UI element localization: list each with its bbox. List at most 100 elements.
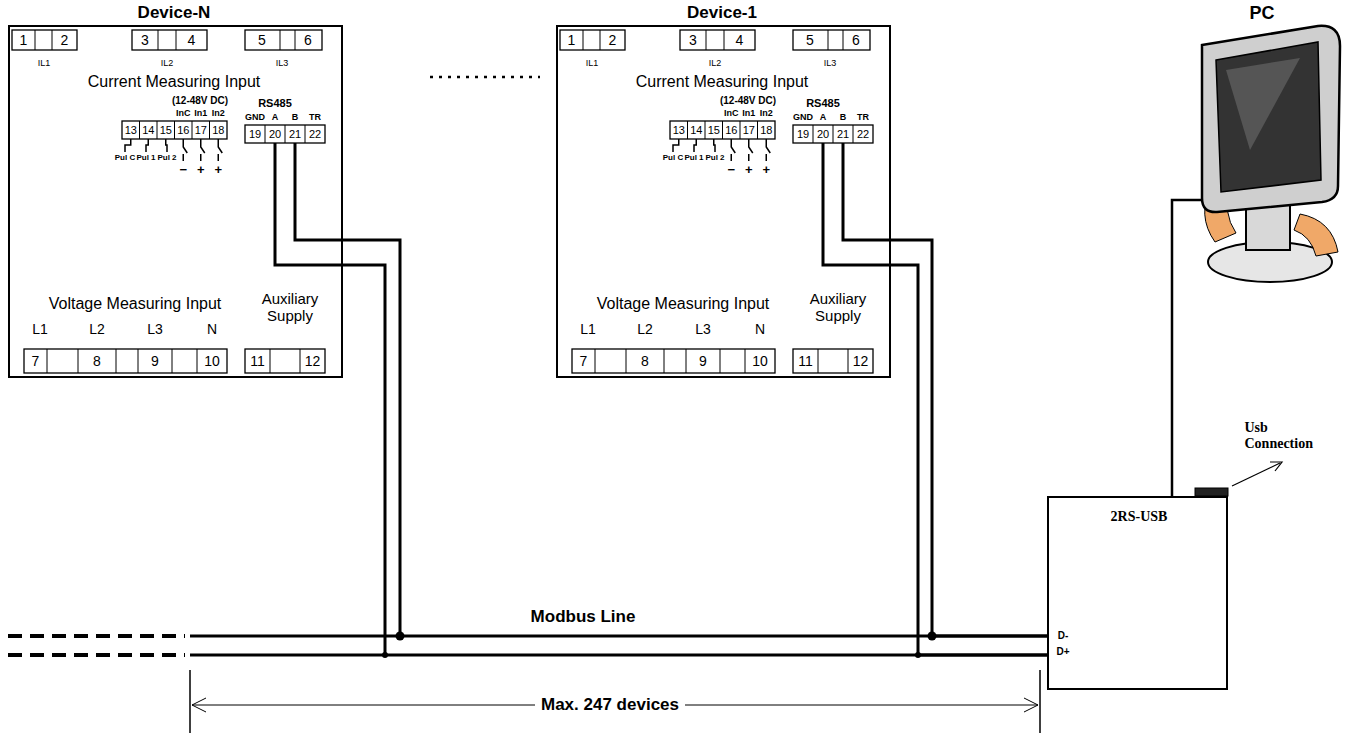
terminal-label: − — [727, 163, 735, 178]
terminal-divider — [158, 30, 159, 50]
terminal-label: 7 — [580, 353, 588, 369]
terminal-divider — [626, 349, 627, 373]
node-title: PC — [1249, 3, 1274, 24]
terminal-label: IL2 — [161, 58, 174, 68]
terminal-label: IL1 — [586, 58, 599, 68]
terminal-divider — [595, 349, 596, 373]
terminal-label: 13 — [125, 124, 137, 137]
node-title: 2RS-USB — [1111, 509, 1168, 525]
terminal-divider — [295, 30, 296, 50]
terminal-label: IL3 — [276, 58, 289, 68]
input-wire — [731, 139, 735, 161]
annotation-label: Max. 247 devices — [535, 695, 685, 715]
terminal-divider — [720, 349, 721, 373]
screen-glare — [1226, 58, 1300, 150]
rs485-wire — [843, 143, 891, 240]
terminal-label: Pul 2 — [157, 153, 176, 162]
bus-line — [190, 635, 400, 638]
input-wire — [694, 139, 696, 152]
bus-dash — [8, 653, 185, 657]
terminal-divider — [740, 121, 741, 139]
terminal-label: 3 — [689, 32, 697, 48]
terminal-label: L2 — [637, 321, 653, 337]
terminal-divider — [757, 121, 758, 139]
terminal-divider — [139, 121, 140, 139]
terminal-label: L1 — [580, 321, 596, 337]
input-wire — [201, 139, 205, 161]
input-wire — [125, 139, 131, 152]
input-wire — [714, 139, 715, 152]
terminal-label: 8 — [93, 353, 101, 369]
terminal-label: 18 — [212, 124, 224, 137]
terminal-divider — [745, 349, 746, 373]
terminal-divider — [833, 125, 834, 143]
terminal-label: In1 — [742, 108, 755, 118]
pin-label: D- — [1058, 630, 1069, 642]
terminal-label: In2 — [760, 108, 773, 118]
terminal-label: Current Measuring Input — [88, 73, 261, 91]
terminal-label: GND — [245, 112, 265, 122]
terminal-label: 16 — [725, 124, 737, 137]
modbus-connector — [343, 240, 1047, 655]
terminal-label: Pul C — [115, 153, 135, 162]
terminal-label: Voltage Measuring Input — [49, 295, 222, 313]
pc-icon: PC — [1180, 3, 1345, 293]
terminal-label: 9 — [151, 353, 159, 369]
node-title: Device-1 — [687, 3, 757, 23]
terminal-strip — [245, 30, 322, 50]
terminal-divider — [52, 30, 53, 50]
terminal-label: Pul 1 — [684, 153, 703, 162]
terminal-divider — [78, 349, 79, 373]
terminal-strip — [245, 125, 325, 143]
terminal-label: 2 — [61, 32, 69, 48]
terminal-label: + — [214, 163, 222, 178]
callout-arrow — [1232, 463, 1280, 486]
terminal-divider — [843, 30, 844, 50]
terminal-label: 2 — [609, 32, 617, 48]
terminal-label: 6 — [852, 32, 860, 48]
terminal-label: A — [820, 112, 827, 122]
terminal-label: L3 — [695, 321, 711, 337]
terminal-label: (12-48V DC) — [720, 95, 776, 107]
terminal-label: IL3 — [824, 58, 837, 68]
terminal-divider — [722, 121, 723, 139]
terminal-label: N — [207, 321, 217, 337]
terminal-label: 5 — [806, 32, 814, 48]
terminal-label: Auxiliary Supply — [250, 290, 330, 325]
terminal-label: (12-48V DC) — [172, 95, 228, 107]
terminal-label: B — [840, 112, 847, 122]
terminal-label: 12 — [853, 353, 869, 369]
terminal-label: + — [745, 163, 753, 178]
terminal-divider — [305, 125, 306, 143]
terminal-label: 8 — [641, 353, 649, 369]
annotation-label: Modbus Line — [531, 607, 636, 627]
terminal-divider — [664, 349, 665, 373]
terminal-strip — [793, 30, 870, 50]
terminal-divider — [176, 30, 177, 50]
terminal-label: Auxiliary Supply — [798, 290, 878, 325]
terminal-label: GND — [793, 112, 813, 122]
terminal-divider — [848, 349, 849, 373]
terminal-label: 12 — [305, 353, 321, 369]
input-wire — [218, 139, 222, 161]
terminal-label: 19 — [249, 128, 261, 141]
terminal-divider — [300, 349, 301, 373]
terminal-strip — [560, 30, 625, 50]
terminal-divider — [813, 125, 814, 143]
terminal-label: 11 — [798, 353, 813, 369]
terminal-label: 22 — [309, 128, 321, 141]
terminal-label: Current Measuring Input — [636, 73, 809, 91]
annotation-label: Usb Connection — [1245, 420, 1340, 452]
terminal-label: 20 — [817, 128, 829, 141]
rs485-wire — [823, 143, 891, 265]
terminal-label: IL2 — [709, 58, 722, 68]
terminal-label: + — [197, 163, 205, 178]
terminal-divider — [583, 30, 584, 50]
terminal-divider — [192, 121, 193, 139]
monitor-neck — [1246, 204, 1290, 250]
terminal-label: L3 — [147, 321, 163, 337]
ellipsis-dots — [430, 76, 540, 79]
terminal-label: 1 — [20, 32, 28, 48]
terminal-label: 15 — [160, 124, 172, 137]
terminal-label: 17 — [743, 124, 755, 137]
